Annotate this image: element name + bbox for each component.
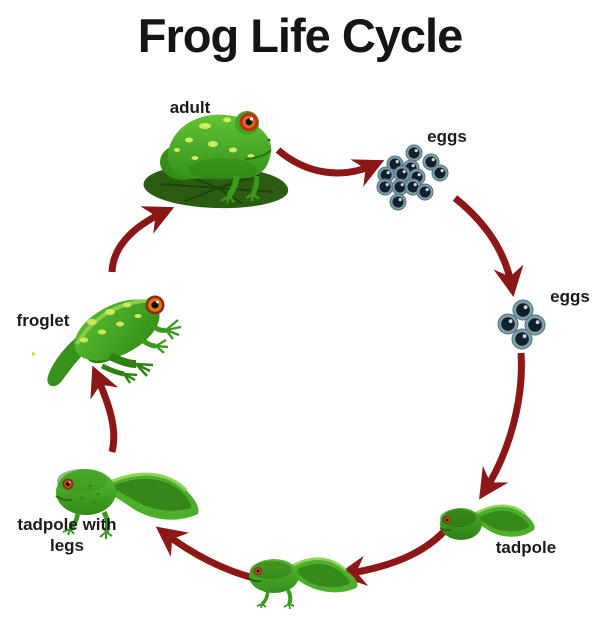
froglet-hind-legs xyxy=(100,352,154,384)
eye xyxy=(62,478,74,490)
frog-spots xyxy=(174,117,255,160)
arrow-eggs-to-tadpole xyxy=(479,352,525,500)
tadpole-developing-legs-illustration xyxy=(247,557,358,610)
froglet-front-arms xyxy=(136,319,182,354)
tadpole-with-legs-illustration xyxy=(55,469,199,539)
body xyxy=(249,559,299,593)
frog-front-legs xyxy=(220,175,260,204)
label-eggs-large: eggs xyxy=(427,127,467,146)
arrow-froglet-to-adult xyxy=(108,206,175,273)
mouth xyxy=(55,495,73,502)
tadpole-eye xyxy=(443,516,451,524)
tadpole-mouth xyxy=(439,527,452,532)
tadpole-illustration xyxy=(439,504,535,540)
adult-frog-illustration xyxy=(143,111,289,209)
tiny-legs xyxy=(256,589,295,610)
label-froglet: froglet xyxy=(16,311,70,330)
frog-mouth xyxy=(244,149,272,160)
mouth xyxy=(247,577,262,583)
legs xyxy=(62,510,113,539)
frog-eggs-large-illustration xyxy=(376,144,449,211)
label-tadpole-with-legs: tadpole with legs xyxy=(17,515,117,556)
froglet-spots xyxy=(32,302,142,356)
label-eggs-small: eggs xyxy=(550,287,590,306)
label-adult: adult xyxy=(169,98,211,117)
froglet-illustration xyxy=(32,295,182,387)
page-title: Frog Life Cycle xyxy=(137,9,464,62)
eye xyxy=(254,567,262,575)
body-dots xyxy=(80,484,100,504)
label-tadpole: tadpole xyxy=(495,538,557,557)
froglet-eye xyxy=(145,295,165,315)
frog-eye xyxy=(239,112,259,132)
